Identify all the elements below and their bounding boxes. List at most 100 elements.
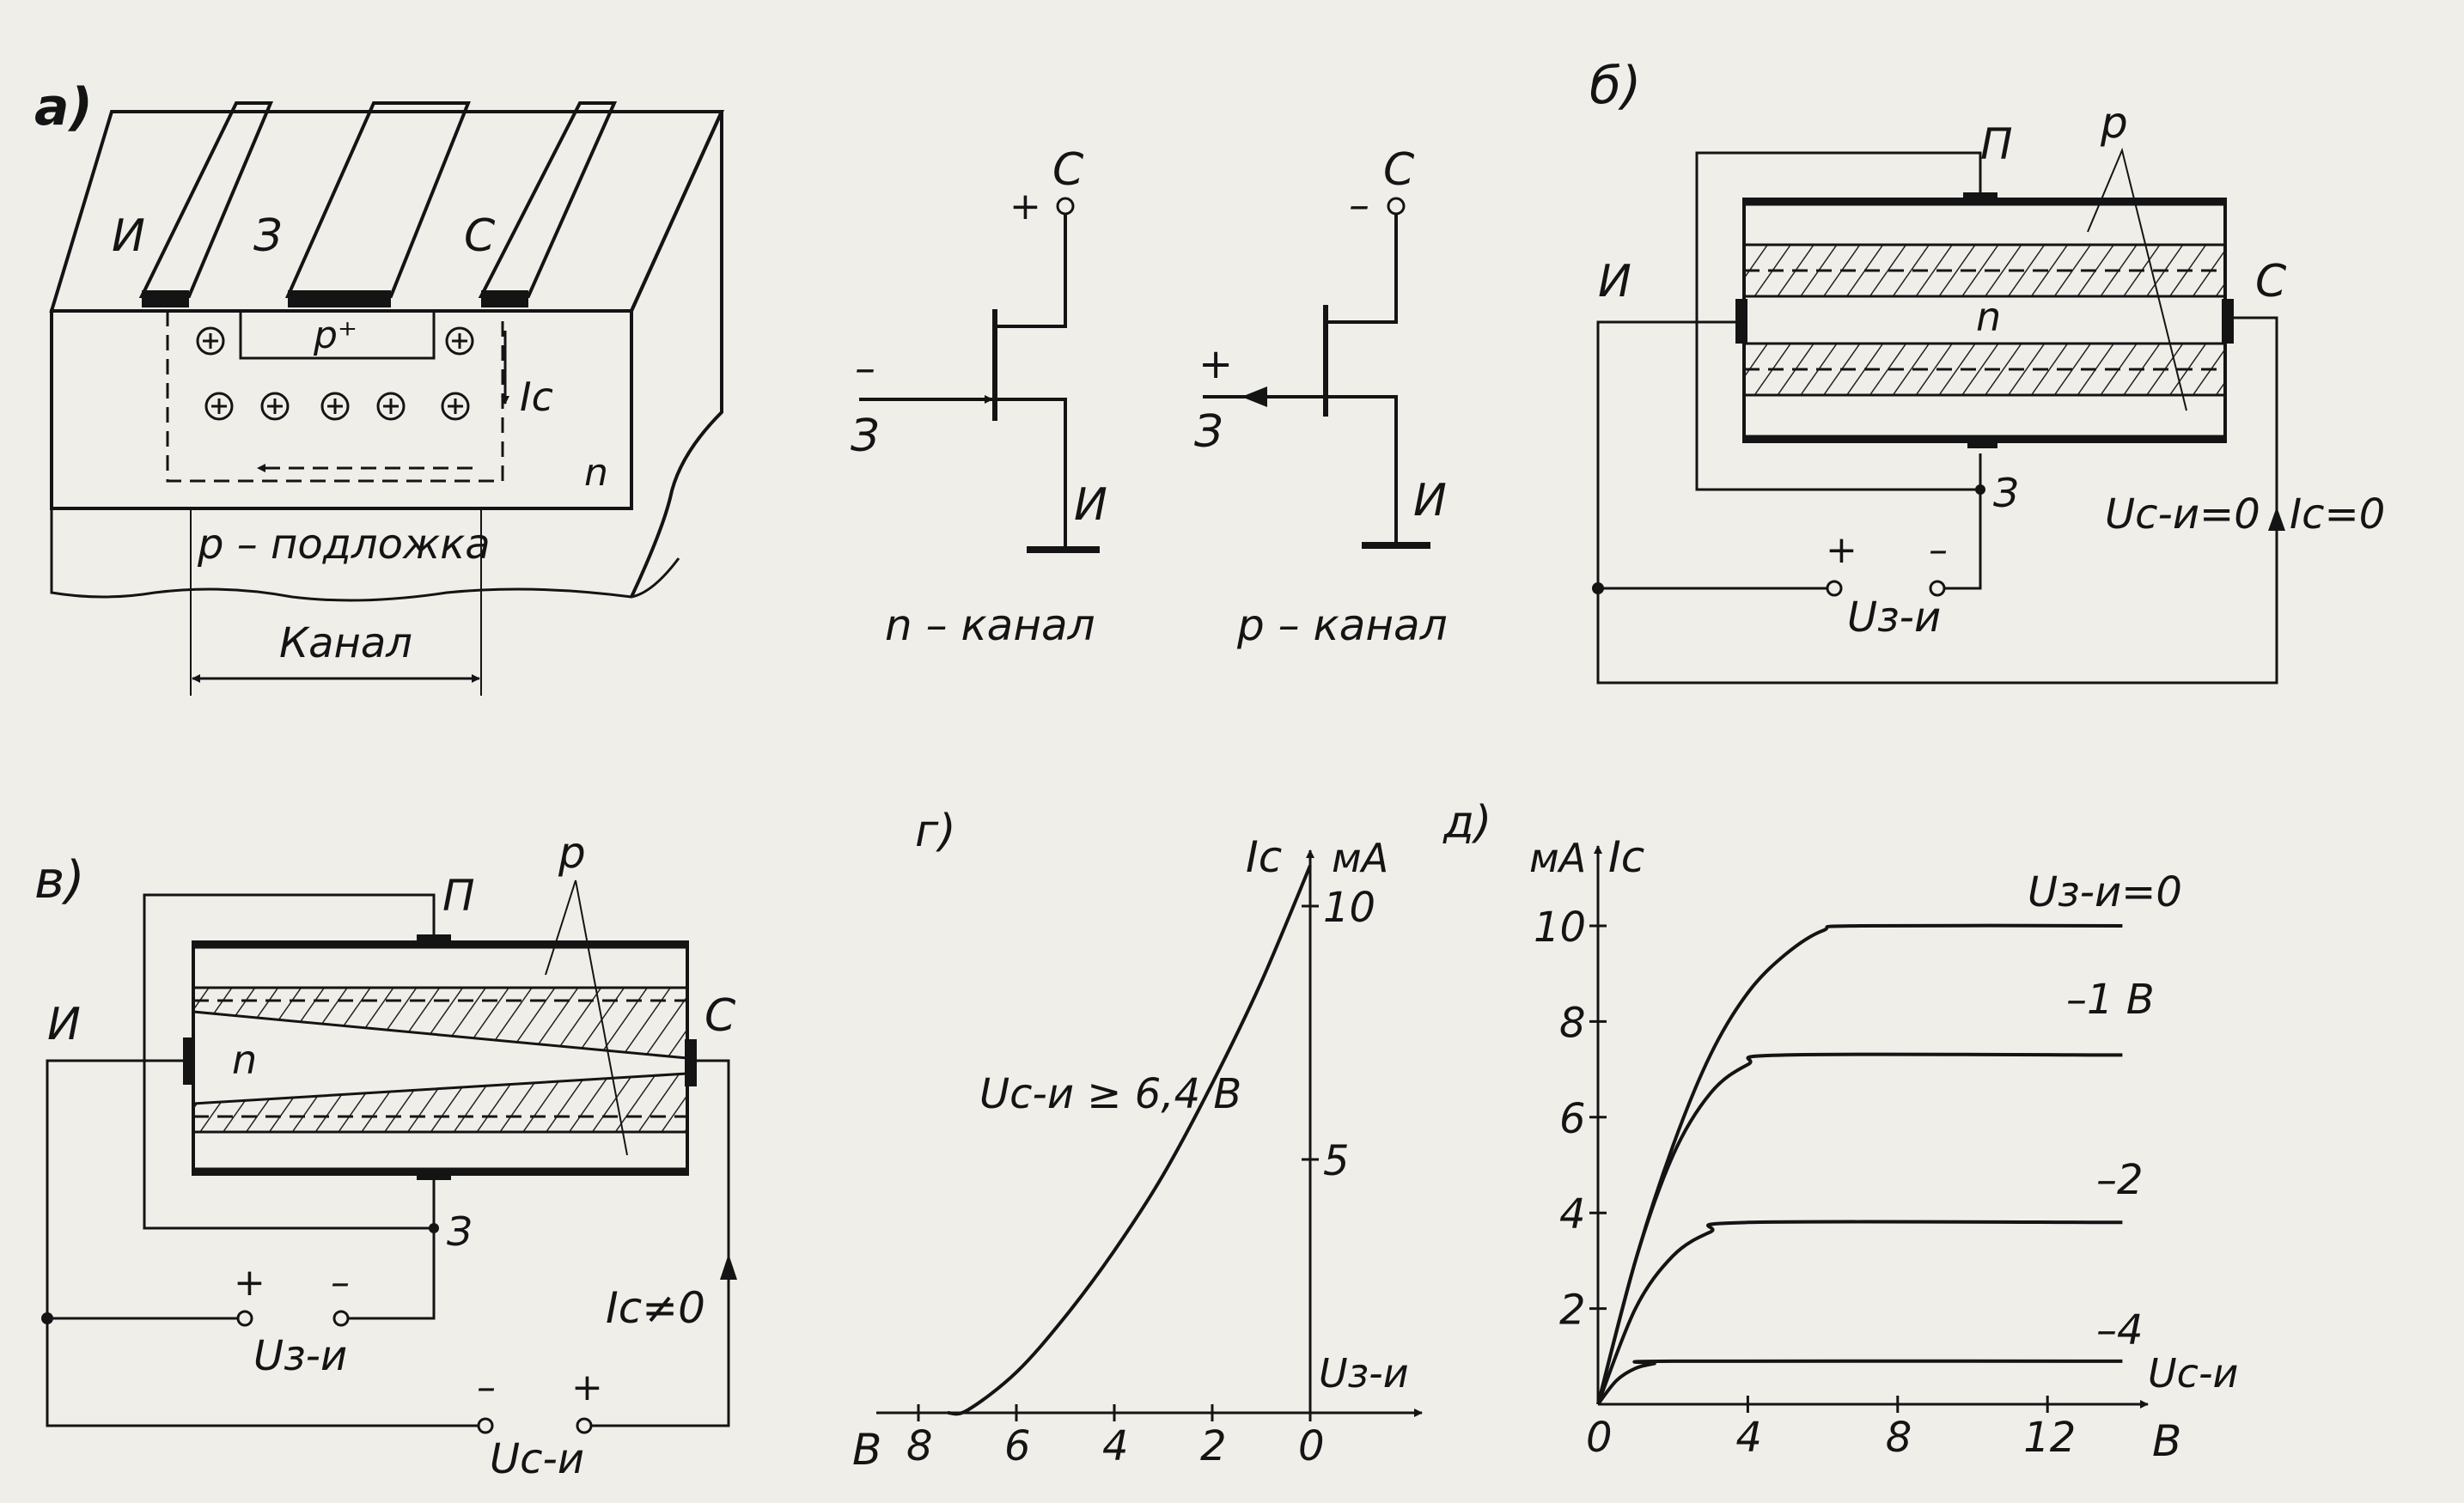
c-gate-wire xyxy=(348,1228,436,1320)
b-u-gs: Uз-и xyxy=(1847,593,1941,642)
channel-label: Канал xyxy=(279,619,412,667)
b-p-label: p xyxy=(2100,98,2128,148)
d-series-label: –1 В xyxy=(2066,976,2155,1024)
c-drain-label: С xyxy=(704,990,736,1042)
p-plus-label: p⁺ xyxy=(313,313,357,357)
d-y-label: Iс xyxy=(1608,832,1644,882)
g-x-label: Uз-и xyxy=(1319,1350,1409,1397)
label-gate-top: З xyxy=(253,210,282,262)
d-y-unit: мА xyxy=(1529,835,1586,881)
symbol-p-channel: – С + З И p – канал xyxy=(1194,144,1448,650)
electrode-source xyxy=(138,101,274,298)
g-x-tick-label: 2 xyxy=(1200,1422,1227,1470)
b-source-wire xyxy=(1596,316,2278,685)
d-curve xyxy=(1596,1052,2123,1405)
b-gs-plus: + xyxy=(1826,528,1857,572)
c-ds-plus: + xyxy=(571,1366,603,1409)
b-drain-label: С xyxy=(2255,256,2287,307)
n-channel-caption: n – канал xyxy=(885,600,1095,650)
p-drain-lead xyxy=(1327,214,1398,324)
p-drain-terminal xyxy=(1387,197,1406,216)
contact-gate xyxy=(288,290,391,307)
c-ds-minus: – xyxy=(477,1366,496,1409)
c-ds-plus-terminal xyxy=(576,1417,593,1434)
b-condition: Uс-и=0 xyxy=(2105,490,2260,539)
n-drain-terminal xyxy=(1056,197,1075,216)
b-source-contact xyxy=(1735,299,1747,344)
p-channel-caption: p – канал xyxy=(1236,600,1448,650)
b-gs-plus-terminal xyxy=(1826,580,1843,597)
d-curve xyxy=(1596,923,2123,1405)
panel-g-label: г) xyxy=(915,806,956,857)
c-source-contact xyxy=(183,1037,195,1085)
b-pin-P-label: П xyxy=(1980,119,2013,169)
donor-ions xyxy=(196,326,474,421)
c-drain-wire xyxy=(591,1059,730,1427)
g-x-tick-label: 8 xyxy=(906,1422,933,1470)
d-y-tick-label: 2 xyxy=(1559,1287,1586,1335)
p-gate-sign: + xyxy=(1198,340,1233,388)
b-left-node xyxy=(1592,582,1604,594)
current-label: Iс xyxy=(520,374,553,420)
d-y-tick-label: 6 xyxy=(1559,1095,1586,1143)
electrode-gate xyxy=(284,101,471,298)
c-source-wire xyxy=(46,1059,479,1427)
b-gate-contact xyxy=(1967,438,1997,448)
p-gate-label: З xyxy=(1194,406,1223,458)
panel-b-label: б) xyxy=(1589,56,1641,116)
p-drain-label: С xyxy=(1383,144,1415,196)
c-gs-plus: + xyxy=(234,1261,265,1305)
b-gate-label: З xyxy=(1993,470,2019,516)
contact-source xyxy=(142,290,189,307)
c-gs-minus: – xyxy=(331,1261,350,1305)
n-gate-label: З xyxy=(851,411,879,462)
substrate-label: p – подложка xyxy=(197,520,491,569)
g-y-unit: мА xyxy=(1332,835,1388,881)
p-source-lead xyxy=(1327,395,1398,545)
c-source-label: И xyxy=(47,999,81,1050)
c-n-label: n xyxy=(232,1037,257,1083)
block-top-face xyxy=(49,110,725,313)
b-drain-contact xyxy=(2222,299,2234,344)
d-x-tick-label: 4 xyxy=(1735,1414,1762,1462)
g-y-label: Iс xyxy=(1246,832,1282,882)
g-x-unit: В xyxy=(852,1425,881,1475)
b-current-arrow xyxy=(2268,507,2285,531)
p-drain-sign: – xyxy=(1349,181,1369,229)
n-drain-sign: + xyxy=(1009,185,1041,228)
panel-c-label: в) xyxy=(34,850,85,910)
c-gs-plus-terminal xyxy=(236,1310,253,1327)
g-y-tick-label: 10 xyxy=(1323,884,1375,932)
d-x-tick-label: 12 xyxy=(2023,1414,2076,1462)
panel-a-label: а) xyxy=(34,77,93,137)
g-x-tick-label: 4 xyxy=(1102,1422,1129,1470)
d-y-tick-label: 8 xyxy=(1559,999,1586,1047)
c-current: Iс≠0 xyxy=(606,1283,705,1333)
c-pin-P-label: П xyxy=(442,871,475,921)
g-x-tick-label: 6 xyxy=(1004,1422,1031,1470)
c-drain-contact xyxy=(685,1039,697,1086)
c-left-node xyxy=(41,1312,53,1324)
c-gate-label: З xyxy=(447,1208,473,1255)
d-x-unit: В xyxy=(2152,1416,2181,1466)
panel-d-label: д) xyxy=(1442,797,1491,849)
p-gate-arrow xyxy=(1241,386,1267,407)
b-source-label: И xyxy=(1598,256,1631,307)
c-u-gs: Uз-и xyxy=(253,1332,347,1380)
b-gate-wire xyxy=(1943,490,1982,590)
c-current-arrow xyxy=(720,1254,737,1280)
c-u-ds: Uс-и xyxy=(490,1435,584,1483)
label-source-top: И xyxy=(112,210,145,262)
g-transfer-curve xyxy=(947,865,1312,1416)
n-source-lead xyxy=(997,398,1067,550)
b-n-label: n xyxy=(1976,294,2001,340)
d-curves: Uз-и=0–1 В–2–4 xyxy=(1596,868,2182,1406)
n-drain-label: С xyxy=(1052,144,1084,196)
c-gate-contact xyxy=(417,1170,451,1180)
d-curve xyxy=(1596,1359,2123,1406)
g-y-tick-label: 5 xyxy=(1323,1137,1350,1185)
d-curve xyxy=(1596,1220,2123,1405)
d-series-label: Uз-и=0 xyxy=(2028,868,2182,916)
